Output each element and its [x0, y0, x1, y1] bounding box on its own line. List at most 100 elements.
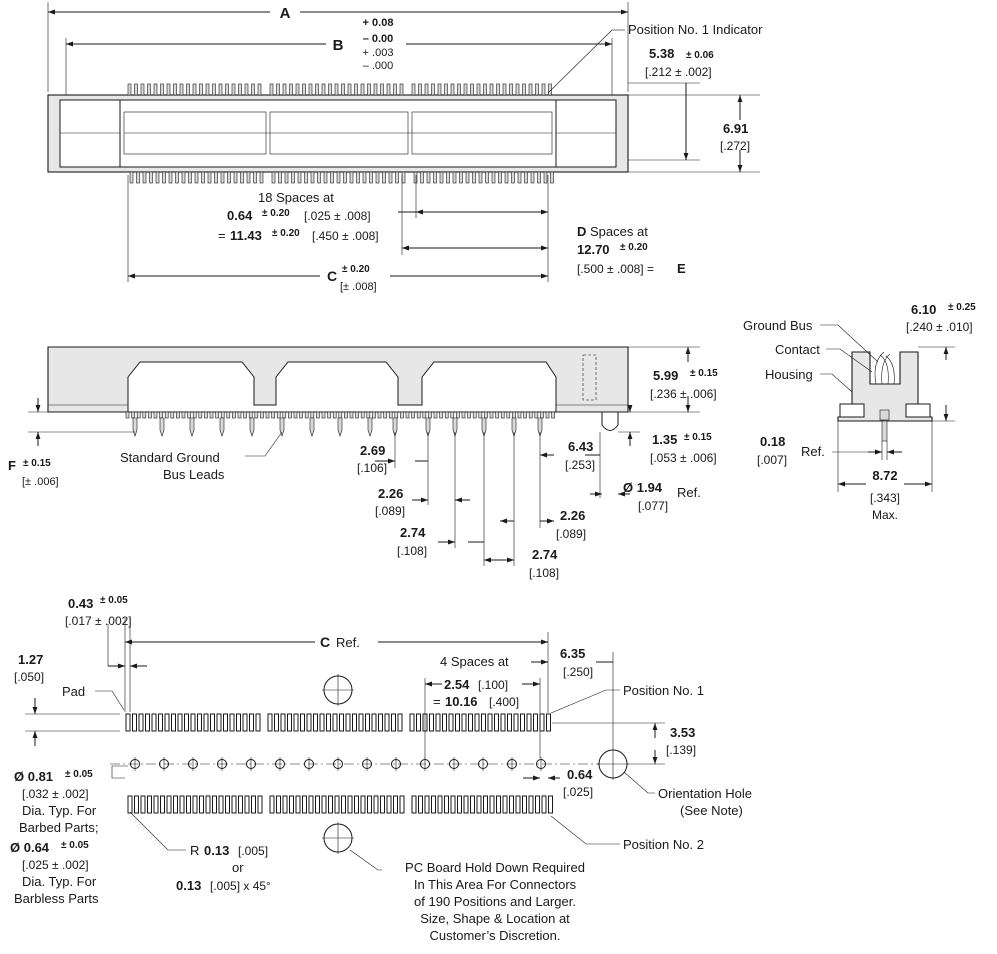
f-label: F [8, 458, 16, 473]
pad-upper [533, 713, 538, 732]
top-pin [127, 83, 132, 96]
ground-lead [159, 417, 165, 437]
pad-upper [171, 713, 176, 732]
d353-inch: [.139] [666, 743, 696, 757]
end-h-value: 6.10 [911, 302, 936, 317]
pads-upper [125, 713, 551, 732]
pad-upper [481, 713, 486, 732]
bottom-pin [259, 171, 264, 184]
side-lead [495, 411, 499, 419]
pitch-value: 0.64 [227, 208, 253, 223]
side-lead [400, 411, 404, 419]
top-pin [367, 83, 371, 96]
side-h-inch: [.236 ± .006] [650, 387, 717, 401]
bottom-pin [271, 171, 276, 184]
pad-upper [500, 713, 506, 732]
pad-upper [138, 713, 144, 732]
hold-line1: PC Board Hold Down Required [405, 860, 585, 875]
pad-upper [539, 713, 545, 732]
bottom-pin [317, 171, 321, 184]
bottom-pin [240, 171, 244, 184]
side-view: 5.99 ± 0.15 [.236 ± .006] F ± 0.15 [± .0… [8, 346, 718, 580]
pad-lower [147, 795, 152, 814]
top-pin [147, 83, 151, 96]
pad-upper [429, 713, 434, 732]
top-pin [231, 83, 236, 96]
side-lead [265, 411, 270, 419]
side-lead [260, 411, 264, 419]
pad-upper [177, 713, 183, 732]
bottom-pin [136, 171, 140, 184]
pad-upper [164, 713, 170, 732]
pad-upper [274, 713, 279, 732]
d274b-inch: [.108] [529, 566, 559, 580]
top-pin [173, 83, 177, 96]
hold-line2: In This Area For Connectors [414, 877, 577, 892]
pad-lower [431, 795, 436, 814]
pad-upper [461, 713, 467, 732]
top-pin [380, 83, 384, 96]
dia064-inch: [.025 ± .002] [22, 858, 89, 872]
bottom-pin [181, 171, 186, 184]
top-pin [444, 83, 448, 96]
side-lead [170, 411, 175, 419]
side-lead [164, 411, 169, 419]
bottom-pin [194, 171, 199, 184]
side-lead [142, 411, 147, 419]
ground-lead [511, 417, 517, 437]
top-pin [251, 83, 255, 96]
bottom-pin [129, 171, 134, 184]
bottom-pin [478, 171, 483, 184]
bottom-pin [336, 171, 341, 184]
side-lead [209, 411, 214, 419]
pos1-label: Position No. 1 [623, 683, 704, 698]
pad-label: Pad [62, 684, 85, 699]
top-pin [463, 83, 468, 96]
d643-inch: [.253] [565, 458, 595, 472]
pad-lower [302, 795, 307, 814]
r-value: 0.13 [204, 843, 229, 858]
d226b-inch: [.089] [556, 527, 586, 541]
cham-inch: [.005] x 45° [210, 879, 271, 893]
ground-lead [219, 417, 225, 437]
dia081-inch: [.032 ± .002] [22, 787, 89, 801]
pad-lower [192, 795, 198, 814]
bottom-pin [220, 171, 225, 184]
side-lead [338, 411, 343, 419]
pad-lower [470, 795, 475, 814]
side-lead [512, 411, 516, 419]
dia-value: Ø 1.94 [623, 480, 663, 495]
d043-tol: ± 0.05 [100, 595, 128, 606]
pad-upper [546, 713, 551, 732]
bottom-pin [530, 171, 535, 184]
top-pin [225, 83, 229, 96]
top-pin [295, 83, 300, 96]
dia064-tol: ± 0.05 [61, 840, 89, 851]
side-lead [355, 411, 359, 419]
d043-inch: [.017 ± .002] [65, 614, 132, 628]
side-lead [304, 411, 309, 419]
end-view: 6.10 ± 0.25 [.240 ± .010] Ground Bus Con… [743, 302, 976, 522]
d274a-value: 2.74 [400, 525, 426, 540]
barbless-line1: Dia. Typ. For [22, 874, 97, 889]
side-lead [131, 411, 135, 419]
pad-lower [418, 795, 423, 814]
ground-lead [452, 417, 458, 437]
pad-upper [526, 713, 532, 732]
ground-lead [189, 417, 195, 437]
dim-b-tol-plus: + 0.08 [363, 17, 394, 29]
pad-upper [145, 713, 150, 732]
top-pin [431, 83, 435, 96]
d-spaces: Spaces at [590, 224, 648, 239]
top-pin [437, 83, 442, 96]
pad-lower [541, 795, 547, 814]
pad-upper [287, 713, 292, 732]
side-lead [540, 411, 544, 419]
side-connector-body [47, 346, 629, 413]
pad-upper [280, 713, 286, 732]
d043-value: 0.43 [68, 596, 93, 611]
d064-value: 0.64 [567, 767, 593, 782]
side-lead [344, 411, 348, 419]
dia064-value: Ø 0.64 [10, 840, 50, 855]
pad-lower [489, 795, 495, 814]
